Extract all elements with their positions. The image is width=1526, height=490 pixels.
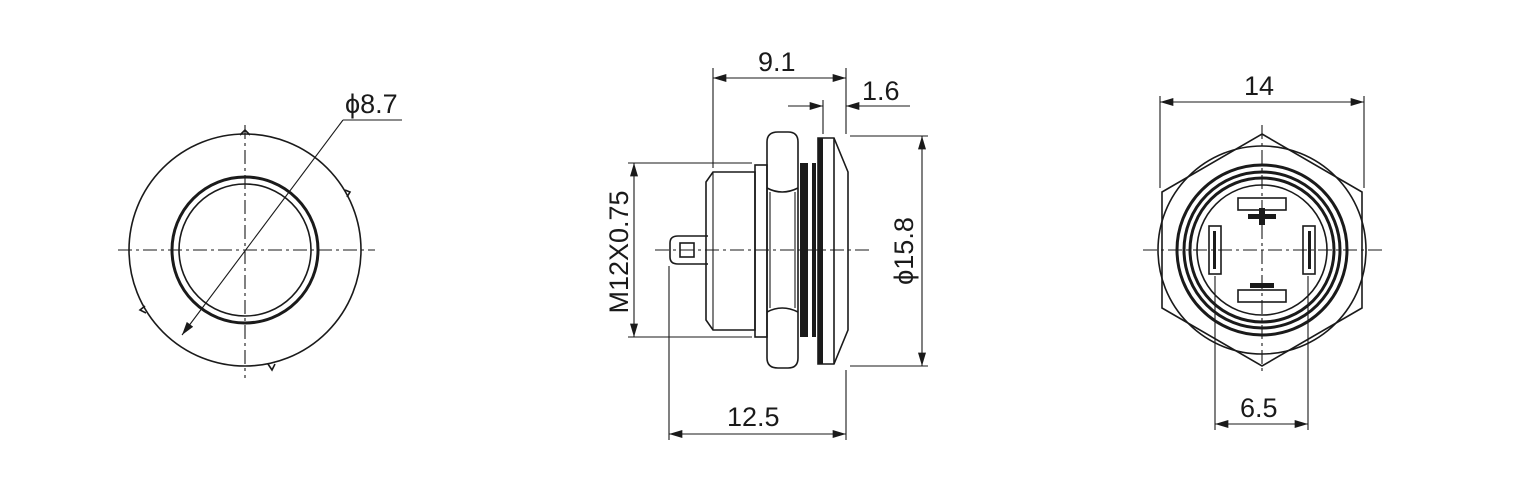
flange-thickness-label: 1.6: [862, 76, 900, 106]
thread-label: M12X0.75: [604, 190, 634, 313]
pin-spacing-label: 6.5: [1240, 393, 1278, 423]
front-diameter-label: ϕ8.7: [345, 89, 398, 119]
rear-view: 14 6.5: [1143, 71, 1385, 430]
front-view: ϕ8.7: [118, 89, 402, 378]
flange-diameter-label: ϕ15.8: [889, 217, 919, 285]
side-length-label: 9.1: [758, 47, 796, 77]
hex-width-label: 14: [1244, 71, 1274, 101]
overall-length-label: 12.5: [727, 402, 780, 432]
side-view: 9.1 1.6 M12X0.75 ϕ15.8 12.5: [604, 47, 928, 440]
